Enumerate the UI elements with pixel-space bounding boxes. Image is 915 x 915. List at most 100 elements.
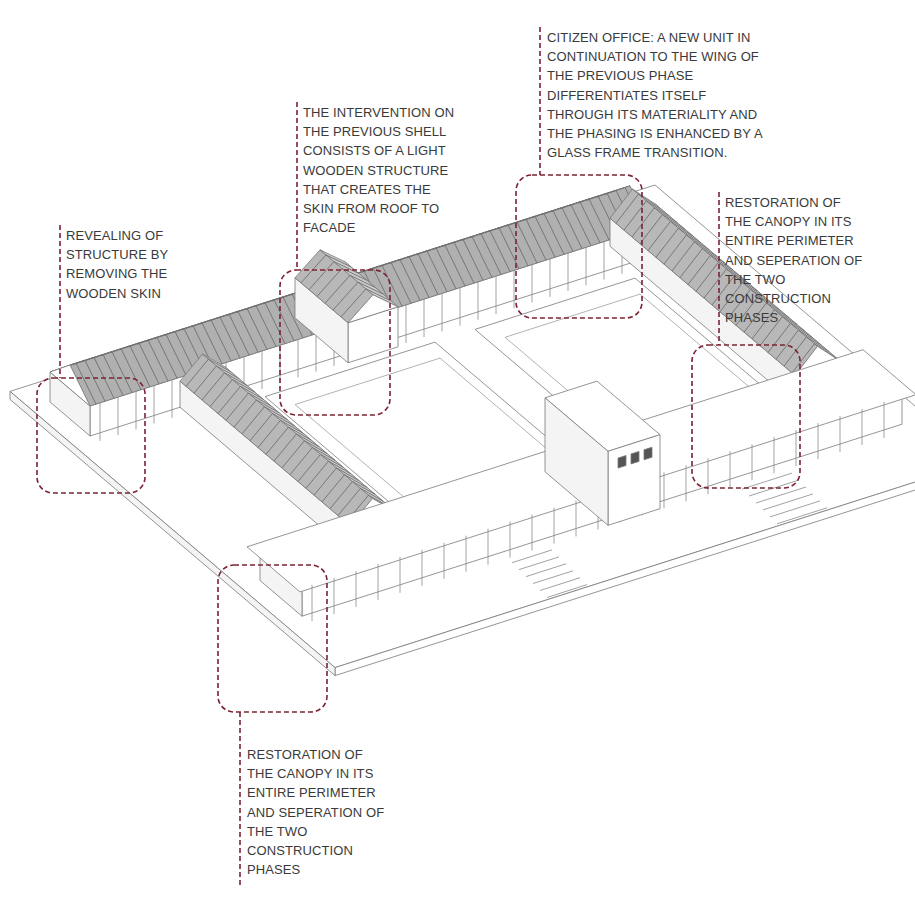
roof-rib	[506, 219, 546, 260]
canopy-post	[262, 351, 263, 389]
canopy-post	[478, 282, 479, 320]
annotation-text: CITIZEN OFFICE: A NEW UNIT IN CONTINUATI…	[547, 28, 772, 162]
canopy-post	[316, 334, 317, 372]
roof-rib	[110, 346, 150, 387]
roof-rib	[443, 239, 483, 280]
front-post	[774, 437, 775, 473]
leader-line	[718, 192, 720, 345]
roof-rib	[209, 314, 249, 355]
leader-line	[59, 225, 61, 378]
callout-frame	[692, 345, 800, 488]
front-post	[312, 585, 313, 621]
front-post	[444, 543, 445, 579]
stair-step	[770, 501, 820, 517]
front-post	[488, 529, 489, 565]
front-post	[378, 564, 379, 600]
canopy-post	[532, 265, 533, 303]
roof-rib	[533, 210, 573, 251]
front-post	[576, 501, 577, 537]
canopy-post	[550, 259, 551, 297]
roof-rib	[452, 236, 492, 277]
front-post	[532, 515, 533, 551]
front-post	[796, 430, 797, 466]
front-post	[554, 508, 555, 544]
tower-side	[545, 398, 608, 526]
canopy-post	[118, 397, 119, 435]
left-wing-roof	[203, 354, 396, 511]
front-post	[752, 444, 753, 480]
stair-step	[777, 508, 827, 524]
canopy-post	[586, 247, 587, 285]
stair-step	[756, 487, 806, 503]
front-post	[862, 409, 863, 445]
roof-rib	[434, 242, 474, 283]
canopy-post	[100, 403, 101, 441]
canopy-post	[604, 242, 605, 280]
roof-rib	[200, 317, 240, 358]
front-post	[730, 451, 731, 487]
roof-rib	[542, 208, 582, 249]
annotation-text: RESTORATION OF THE CANOPY IN ITS ENTIRE …	[247, 745, 387, 879]
canopy-post	[136, 391, 137, 429]
front-post	[466, 536, 467, 572]
roof-rib	[515, 216, 555, 257]
canopy	[247, 350, 915, 592]
front-post	[840, 416, 841, 452]
back-wing-gable	[50, 365, 90, 406]
front-post	[400, 557, 401, 593]
front-post	[708, 458, 709, 494]
roof-rib	[479, 228, 519, 269]
front-post	[664, 472, 665, 508]
roof-rib	[560, 202, 600, 243]
roof-rib	[83, 354, 123, 395]
callout-frame	[516, 175, 642, 318]
roof-rib	[407, 251, 447, 292]
roof-rib	[488, 225, 528, 266]
stair-step	[763, 494, 813, 510]
callout-frame	[37, 378, 145, 493]
roof-rib	[218, 311, 258, 352]
annotation-text: REVEALING OF STRUCTURE BY REMOVING THE W…	[66, 226, 191, 303]
canopy-post	[406, 305, 407, 343]
roof-rib	[524, 213, 564, 254]
canopy-post	[496, 276, 497, 314]
tower-window	[631, 451, 639, 464]
roof-rib	[254, 300, 294, 341]
canopy-post	[460, 288, 461, 326]
front-post	[422, 550, 423, 586]
canopy-post	[298, 339, 299, 377]
leader-line	[296, 102, 298, 270]
canopy-post	[442, 293, 443, 331]
roof-rib	[398, 254, 438, 295]
roof-rib	[497, 222, 537, 263]
roof-rib	[551, 205, 591, 246]
leader-line	[539, 27, 541, 175]
canopy-post	[172, 380, 173, 418]
front-post	[818, 423, 819, 459]
annotation-text: RESTORATION OF THE CANOPY IN ITS ENTIRE …	[725, 193, 865, 327]
roof-rib	[461, 234, 501, 275]
callout-frame	[280, 270, 390, 415]
roof-rib	[92, 352, 132, 393]
roof-rib	[569, 199, 609, 240]
leader-line	[239, 712, 241, 885]
front-post	[686, 465, 687, 501]
roof-rib	[101, 349, 141, 390]
roof-rib	[236, 306, 276, 347]
roof-rib	[470, 231, 510, 272]
left-wing-roof	[180, 354, 373, 526]
tower-face	[608, 435, 660, 526]
roof-rib	[425, 245, 465, 286]
tower-window	[618, 456, 626, 469]
roof-rib	[416, 248, 456, 289]
roof-rib	[146, 334, 186, 375]
front-post	[356, 571, 357, 607]
roof-rib	[128, 340, 168, 381]
stair-step	[742, 473, 792, 489]
roof-rib	[137, 337, 177, 378]
front-post	[510, 522, 511, 558]
